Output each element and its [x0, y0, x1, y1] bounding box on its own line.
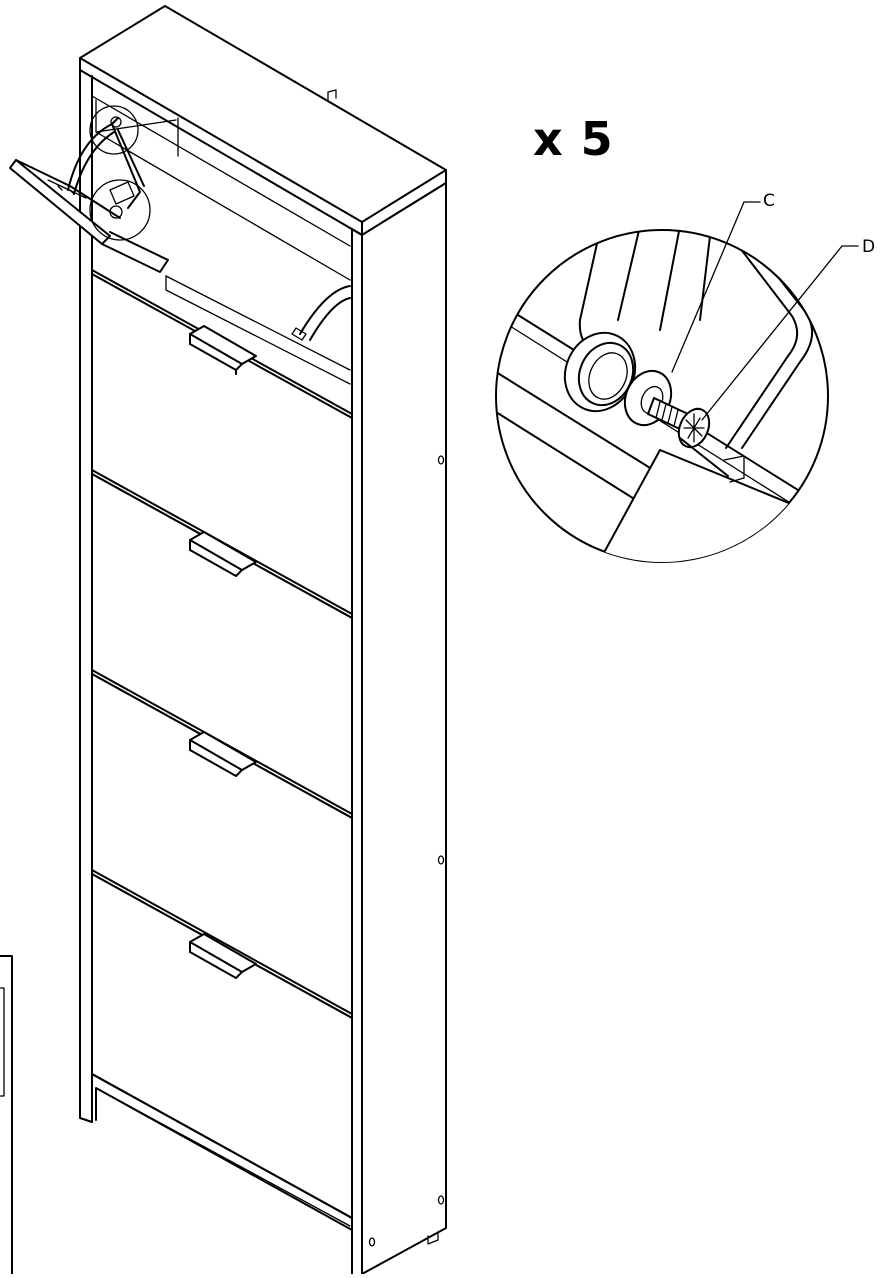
cabinet-right-side [361, 182, 447, 1275]
shoe-cabinet [9, 5, 447, 1275]
door-handle [189, 933, 257, 973]
door-handle [189, 325, 257, 365]
leader-line-c [671, 201, 761, 373]
cabinet-plinth [91, 1073, 353, 1231]
side-hole-icon [437, 455, 445, 465]
door-handle [189, 731, 257, 771]
flap-door-3 [91, 669, 353, 1019]
detail-circle-lower [89, 179, 151, 241]
side-hole-icon [368, 1237, 376, 1247]
detail-circle-upper [89, 105, 139, 155]
callout-label-c: C [763, 191, 775, 211]
callout-label-d: D [862, 237, 876, 257]
door-handle [189, 531, 257, 571]
cabinet-top-panel [79, 5, 447, 223]
side-hole-icon [437, 1195, 445, 1205]
screw-icon [647, 397, 729, 477]
leader-line-d [701, 245, 859, 421]
open-flap-door [9, 105, 351, 385]
quantity-label: x 5 [533, 112, 614, 166]
hinge-detail-view [495, 201, 859, 563]
partial-previous-figure [0, 955, 13, 1275]
side-hole-icon [437, 855, 445, 865]
